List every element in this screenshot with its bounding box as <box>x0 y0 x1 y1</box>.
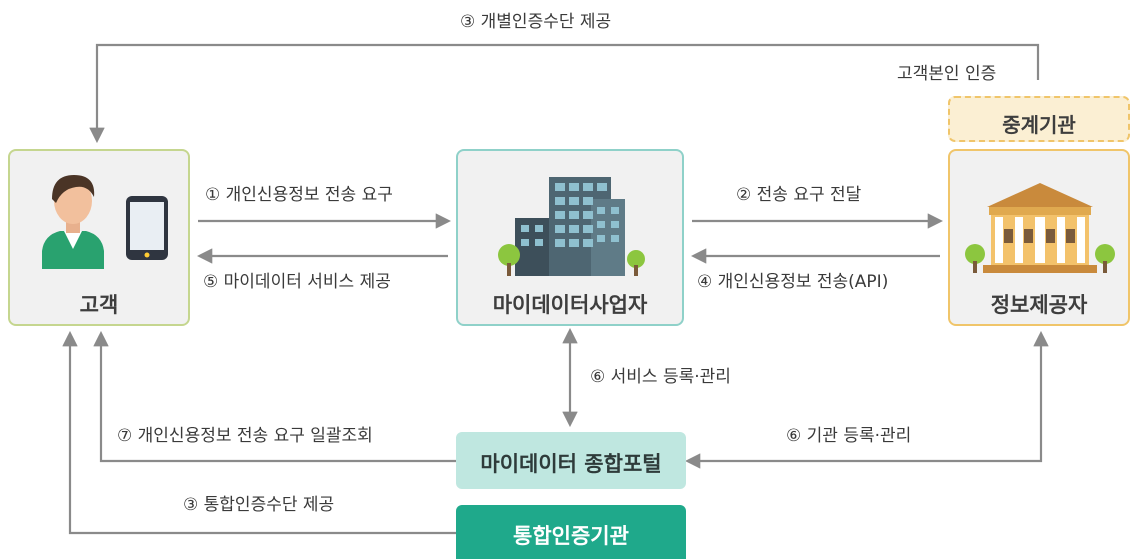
node-info-provider: 정보제공자 <box>948 149 1130 326</box>
node-mydata-operator: 마이데이터사업자 <box>456 149 684 326</box>
office-building-icon <box>498 177 645 276</box>
node-customer-label: 고객 <box>79 293 119 317</box>
arrow-integrated-auth <box>62 330 456 535</box>
arrow-bulk-inquiry <box>93 330 456 463</box>
edge-label-forward: ② 전송 요구 전달 <box>736 185 862 205</box>
arrow-agency-registration <box>684 330 1049 469</box>
node-auth-agency: 통합인증기관 <box>456 505 686 559</box>
edge-label-service: ⑤ 마이데이터 서비스 제공 <box>203 272 391 292</box>
node-info-provider-label: 정보제공자 <box>990 293 1088 317</box>
edge-label-individual-auth: ③ 개별인증수단 제공 <box>460 12 612 32</box>
edge-label-request: ① 개인신용정보 전송 요구 <box>205 185 393 205</box>
edge-label-bulk-inquiry: ⑦ 개인신용정보 전송 요구 일괄조회 <box>117 426 373 446</box>
smartphone-icon <box>126 196 168 260</box>
edge-label-service-registration: ⑥ 서비스 등록·관리 <box>590 367 731 387</box>
node-mydata-portal: 마이데이터 종합포털 <box>456 432 686 489</box>
edge-label-api: ④ 개인신용정보 전송(API) <box>697 272 889 292</box>
node-relay-agency-label: 중계기관 <box>1002 113 1076 137</box>
node-relay-agency: 중계기관 <box>948 96 1130 142</box>
edge-label-identity-auth: 고객본인 인증 <box>897 64 997 84</box>
node-auth-agency-label: 통합인증기관 <box>513 524 629 548</box>
edge-label-integrated-auth: ③ 통합인증수단 제공 <box>183 495 335 515</box>
bank-building-icon <box>965 183 1115 273</box>
node-mydata-operator-label: 마이데이터사업자 <box>492 293 648 317</box>
node-customer: 고객 <box>8 149 190 326</box>
customer-person-icon <box>42 175 104 269</box>
node-mydata-portal-label: 마이데이터 종합포털 <box>480 452 662 476</box>
edge-label-agency-registration: ⑥ 기관 등록·관리 <box>786 426 912 446</box>
arrow-individual-auth <box>89 43 1040 144</box>
